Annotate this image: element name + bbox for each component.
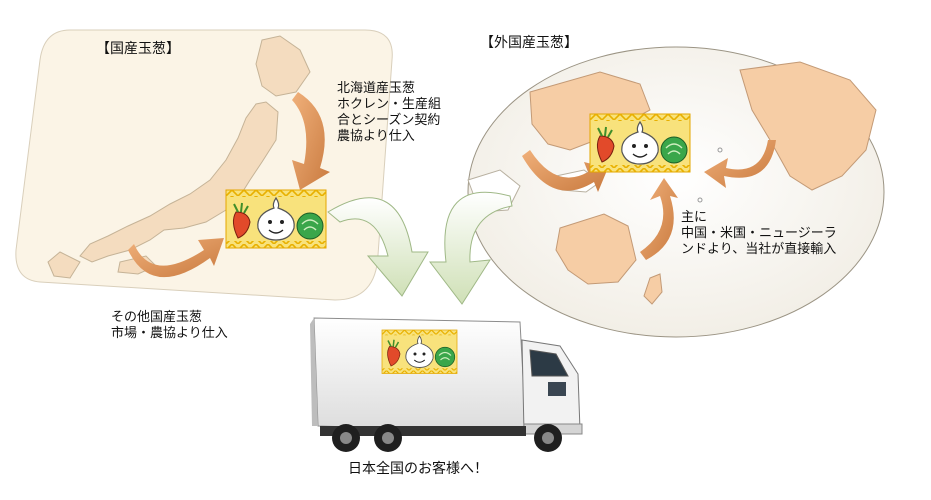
- truck-icon: [310, 317, 583, 452]
- north-america-land: [739, 61, 877, 191]
- hokkaido-note-line: 合とシーズン契約: [337, 113, 441, 128]
- domestic-logo: [225, 189, 327, 249]
- other-note-line: その他国産玉葱: [111, 310, 203, 325]
- hokkaido-note-line: ホクレン・生産組: [337, 97, 442, 112]
- foreign-note-line: 中国・米国・ニュージーラ: [681, 226, 837, 241]
- new-zealand-land: [643, 273, 663, 305]
- hokkaido-note-line: 農協より仕入: [337, 129, 415, 144]
- world-map-panel: [467, 46, 885, 338]
- america-arrow: [704, 140, 776, 188]
- green-arrow-left: [327, 197, 429, 297]
- foreign-title: 【外国産玉葱】: [480, 35, 578, 51]
- domestic-title: 【国産玉葱】: [96, 41, 180, 57]
- hokkaido-arrow: [292, 92, 330, 190]
- foreign-note-line: 主に: [681, 210, 708, 225]
- south-arrow: [128, 238, 224, 278]
- asia-arrow: [522, 150, 608, 192]
- other-domestic-note: その他国産玉葱 市場・農協より仕入: [111, 310, 228, 342]
- australia-land: [555, 213, 637, 285]
- hokkaido-note-line: 北海道産玉葱: [337, 81, 416, 96]
- green-arrow-right: [428, 191, 513, 305]
- domestic-map-panel: [15, 29, 393, 301]
- other-note-line: 市場・農協より仕入: [111, 326, 228, 341]
- japan-map: [47, 35, 311, 279]
- foreign-logo: [589, 113, 691, 173]
- foreign-note-line: ンドより、当社が直接輸入: [681, 242, 837, 257]
- foreign-import-note: 主に 中国・米国・ニュージーラ ンドより、当社が直接輸入: [681, 210, 837, 258]
- australia-arrow: [640, 178, 678, 260]
- truck-logo: [381, 329, 458, 375]
- delivery-caption: 日本全国のお客様へ！: [348, 461, 488, 477]
- hokkaido-supply-note: 北海道産玉葱 ホクレン・生産組 合とシーズン契約 農協より仕入: [337, 81, 441, 145]
